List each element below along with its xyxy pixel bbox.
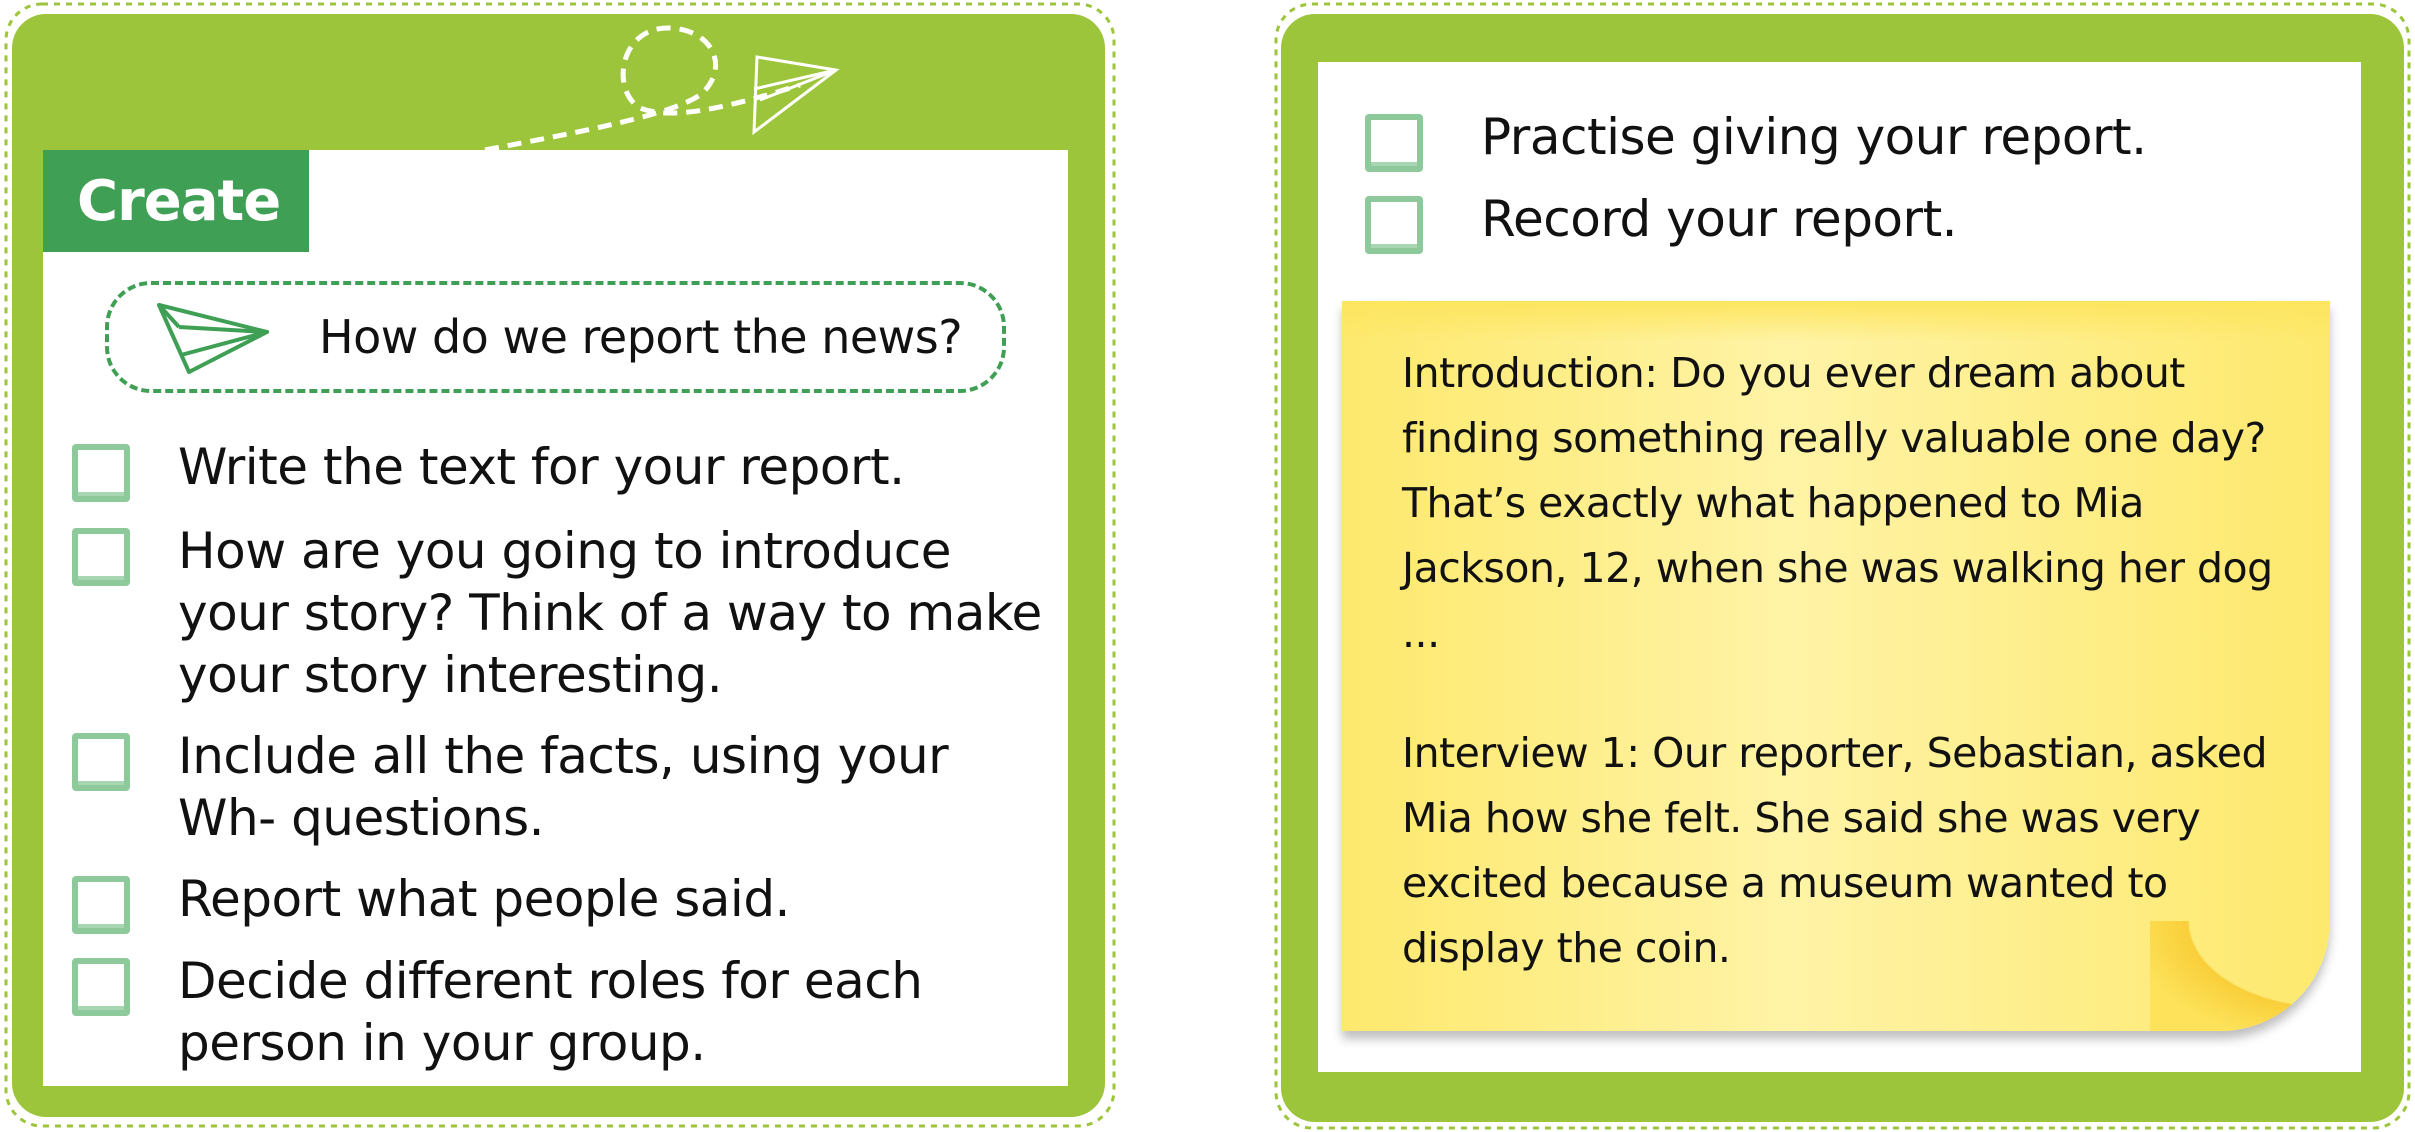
checklist-item-text: Include all the facts, using your Wh- qu… [178, 727, 949, 847]
checklist-item-text: Write the text for your report. [178, 438, 905, 496]
checklist-item-text: Decide different roles for each person i… [178, 952, 923, 1072]
checklist-item-text: How are you going to introduce your stor… [178, 522, 1042, 704]
question-box: How do we report the news? [105, 281, 1006, 393]
checklist-item: Record your report. [1365, 188, 2315, 254]
checklist-item-text: Practise giving your report. [1481, 108, 2147, 166]
create-header-label: Create [77, 168, 281, 234]
sticky-note-tape-shadow [1342, 301, 2330, 341]
checkbox[interactable] [1365, 114, 1423, 172]
checklist-item: Include all the facts, using your Wh- qu… [72, 725, 1062, 849]
question-text: How do we report the news? [319, 310, 963, 364]
checkbox[interactable] [72, 876, 130, 934]
note-paragraph-introduction: Introduction: Do you ever dream about fi… [1402, 349, 2273, 657]
checklist-item: Practise giving your report. [1365, 106, 2315, 172]
left-card-body [43, 150, 1068, 1086]
sticky-note: Introduction: Do you ever dream about fi… [1342, 301, 2330, 1031]
create-header-tab: Create [43, 150, 309, 252]
checklist-item-text: Report what people said. [178, 870, 790, 928]
checklist-item-text: Record your report. [1481, 190, 1958, 248]
checkbox[interactable] [72, 528, 130, 586]
checkbox[interactable] [1365, 196, 1423, 254]
checklist-item: Report what people said. [72, 868, 1062, 934]
checklist-item: Write the text for your report. [72, 436, 1062, 502]
checkbox[interactable] [72, 733, 130, 791]
checklist-item: How are you going to introduce your stor… [72, 520, 1062, 706]
paper-plane-icon [157, 303, 269, 374]
checkbox[interactable] [72, 444, 130, 502]
checkbox[interactable] [72, 958, 130, 1016]
checklist-item: Decide different roles for each person i… [72, 950, 1062, 1074]
note-paragraph-interview: Interview 1: Our reporter, Sebastian, as… [1402, 729, 2268, 972]
